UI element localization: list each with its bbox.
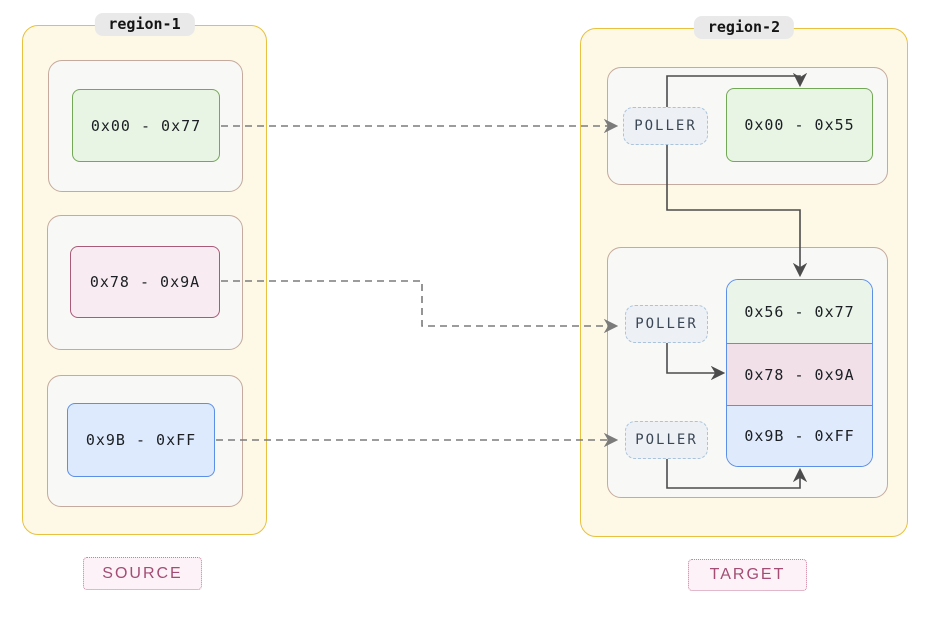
region-1-label: region-1	[94, 13, 195, 36]
source-block-0x78-0x9A: 0x78 - 0x9A	[70, 246, 220, 318]
target-stacked-blocks: 0x56 - 0x77 0x78 - 0x9A 0x9B - 0xFF	[726, 279, 873, 467]
region-2-label: region-2	[693, 16, 795, 39]
source-block-0x9B-0xFF: 0x9B - 0xFF	[67, 403, 215, 477]
target-badge: TARGET	[688, 559, 807, 591]
source-badge: SOURCE	[83, 557, 202, 590]
source-block-0x00-0x77: 0x00 - 0x77	[72, 89, 220, 162]
poller-node-2: POLLER	[625, 305, 708, 343]
target-block-0x00-0x55: 0x00 - 0x55	[726, 88, 873, 162]
target-block-0x78-0x9A: 0x78 - 0x9A	[727, 343, 872, 406]
poller-node-1: POLLER	[623, 107, 708, 145]
target-block-0x9B-0xFF: 0x9B - 0xFF	[727, 406, 872, 466]
arrow-source2-to-poller2	[221, 280, 619, 334]
target-block-0x56-0x77: 0x56 - 0x77	[727, 280, 872, 343]
poller-node-3: POLLER	[625, 421, 708, 459]
